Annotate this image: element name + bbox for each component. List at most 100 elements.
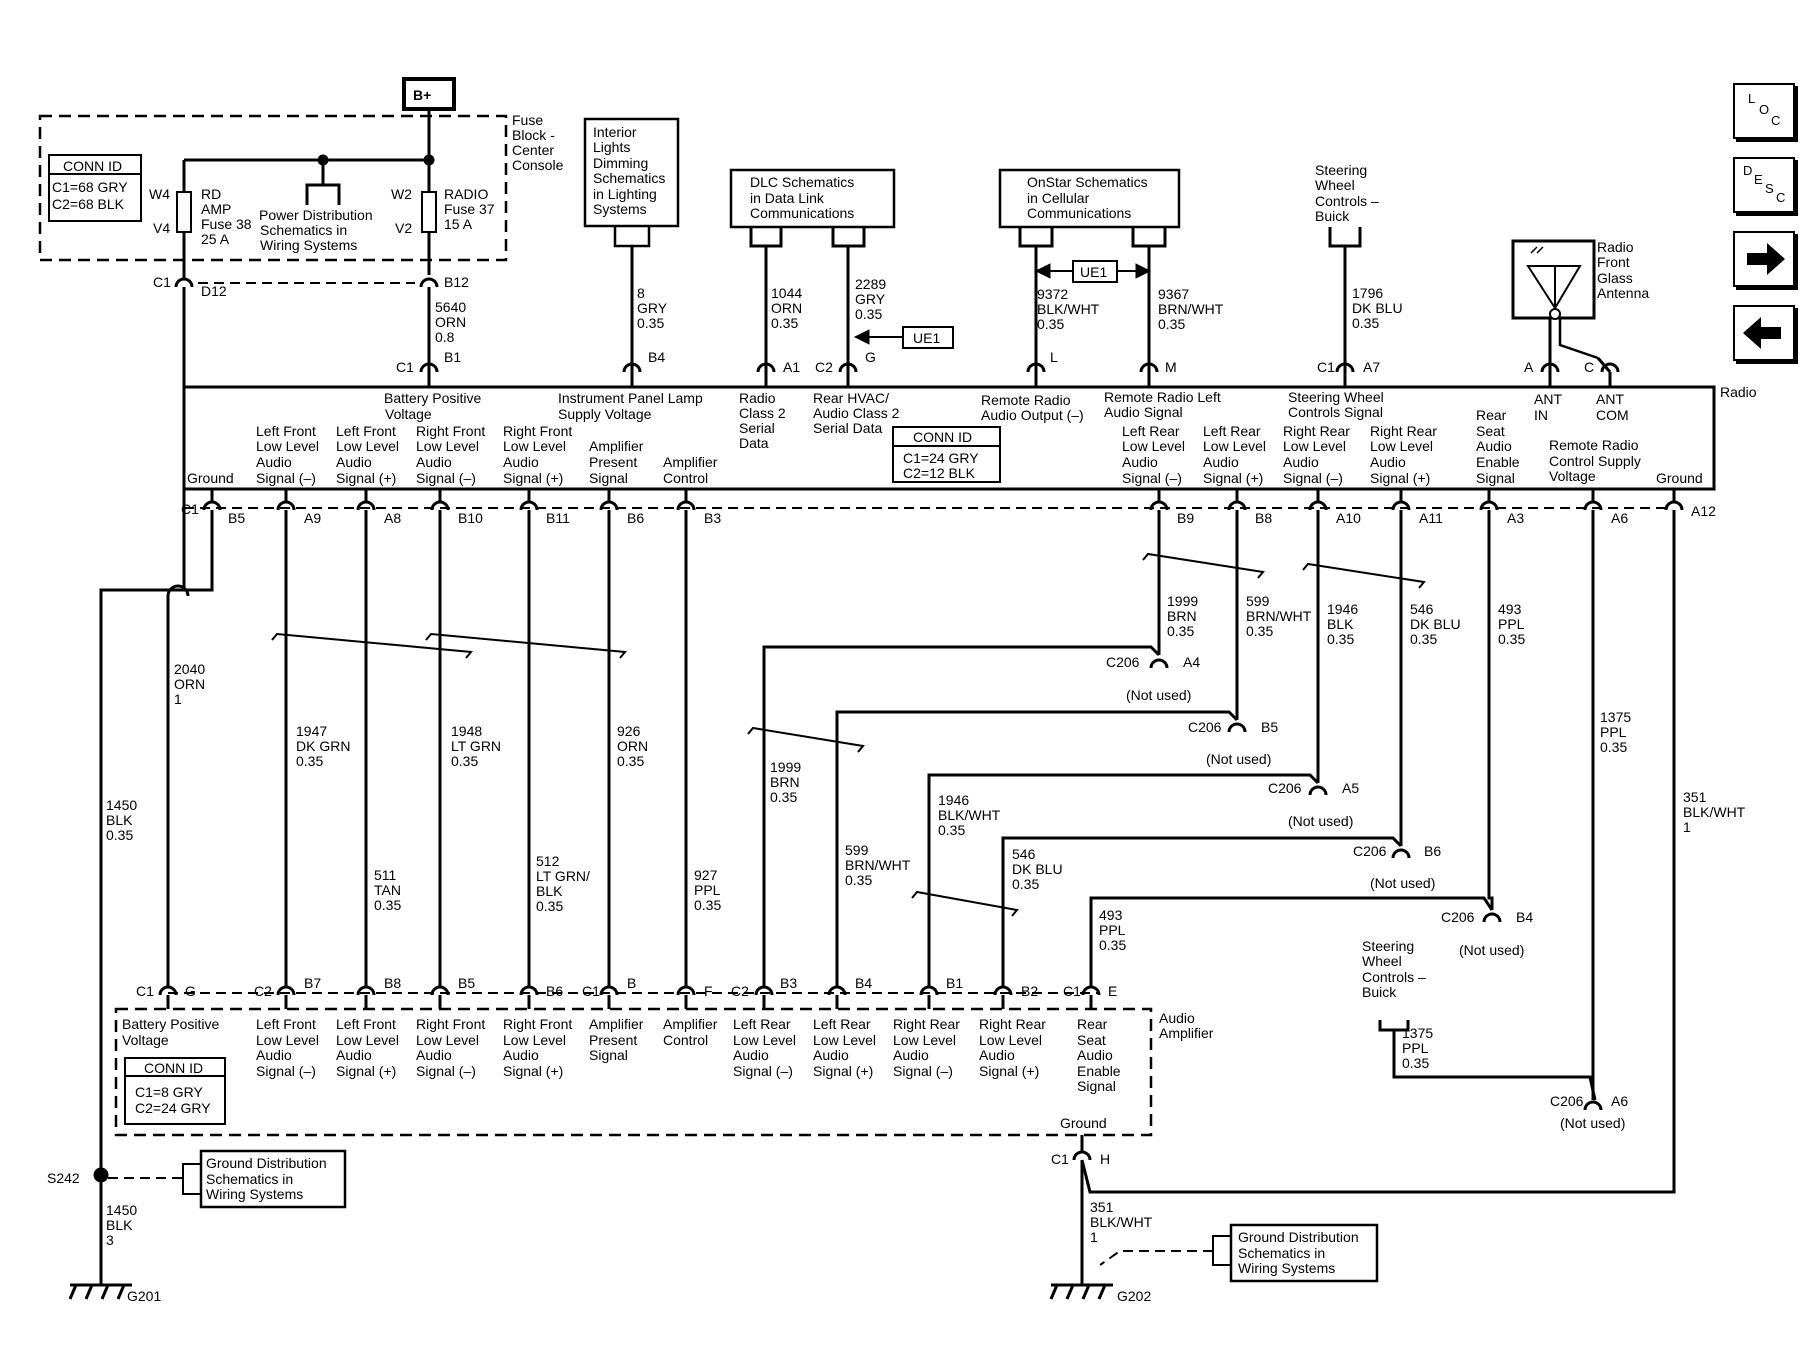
wire-9372-1: 9372 — [1037, 286, 1068, 302]
radio-conn-id-line-1: C1=24 GRY — [903, 450, 979, 466]
c206-a5-pin: A5 — [1342, 780, 1359, 796]
wire-1948-3: 0.35 — [451, 753, 478, 769]
radio-amp-control-1: Amplifier — [663, 454, 718, 470]
steering-top-ref-1: Steering — [1315, 162, 1367, 178]
ground-dist-ref-1-line-1: Ground Distribution — [206, 1155, 327, 1171]
amp-batt-1: Battery Positive — [122, 1016, 219, 1032]
next-arrow-button[interactable] — [1733, 231, 1795, 287]
wire-599a-3: 0.35 — [1246, 623, 1273, 639]
amp-control-1: Amplifier — [663, 1016, 718, 1032]
radio-pin-b9: B9 — [1177, 510, 1194, 526]
fuse-block-title-2: Block - — [512, 127, 555, 143]
loc-letter-c: C — [1771, 113, 1781, 128]
radio-pin-b11: B11 — [546, 510, 570, 526]
wire-8-2: GRY — [637, 300, 668, 316]
amp-pin-b8: B8 — [384, 975, 401, 991]
fuse-37-pin-v2: V2 — [395, 220, 412, 236]
fuse-37-label-1: RADIO — [444, 186, 488, 202]
wire-1796-2: DK BLU — [1352, 300, 1403, 316]
radio-pin-c1-b1: C1 — [396, 359, 414, 375]
wire-1375a-2: PPL — [1600, 724, 1627, 740]
wire-9372-3: 0.35 — [1037, 316, 1064, 332]
wire-927-2: PPL — [694, 882, 721, 898]
radio-rf-pos-1: Right Front — [503, 423, 572, 439]
location-button[interactable]: L O C — [1733, 83, 1795, 139]
wire-1375a-1: 1375 — [1600, 709, 1631, 725]
wire-1999b-3: 0.35 — [770, 789, 797, 805]
steering-top-ref-4: Buick — [1315, 208, 1350, 224]
c206-a5-conn: C206 — [1268, 780, 1302, 796]
amp-pin-c1-h: C1 — [1051, 1151, 1069, 1167]
amp-rr-pos-3: Audio — [979, 1047, 1015, 1063]
wire-546b-2: DK BLU — [1012, 861, 1063, 877]
amp-present-2: Present — [589, 1032, 637, 1048]
power-dist-ref-1: Power Distribution — [259, 207, 373, 223]
wire-493b-3: 0.35 — [1099, 937, 1126, 953]
wire-9367-1: 9367 — [1158, 286, 1189, 302]
radio-rear-seat-2: Seat — [1476, 423, 1505, 439]
wire-1796-3: 0.35 — [1352, 315, 1379, 331]
wire-9367-2: BRN/WHT — [1158, 301, 1224, 317]
radio-pin-a12: A12 — [1691, 503, 1716, 519]
amp-lr-neg-2: Low Level — [733, 1032, 796, 1048]
fuse-37-label-2: Fuse 37 — [444, 201, 495, 217]
amp-rear-seat-1: Rear — [1077, 1016, 1108, 1032]
radio-rr-neg-3: Audio — [1283, 454, 1319, 470]
desc-letter-e: E — [1754, 172, 1763, 187]
amp-conn-id-title: CONN ID — [144, 1060, 203, 1076]
wire-1999b-2: BRN — [770, 774, 800, 790]
interior-ref-5: in Lighting — [593, 186, 657, 202]
radio-lf-pos-4: Signal (+) — [336, 470, 396, 486]
radio-ant-com-2: COM — [1596, 407, 1629, 423]
description-button[interactable]: D E S C — [1733, 157, 1795, 213]
wire-5640-1: 5640 — [435, 299, 466, 315]
amp-lf-neg-1: Left Front — [256, 1016, 316, 1032]
dlc-ref-1: DLC Schematics — [750, 174, 854, 190]
wire-1450b-1: 1450 — [106, 1202, 137, 1218]
amp-pin-b: B — [627, 975, 636, 991]
radio-amp-present-3: Signal — [589, 470, 628, 486]
wire-599b-1: 599 — [845, 842, 869, 858]
wire-511-3: 0.35 — [374, 897, 401, 913]
wire-493b-2: PPL — [1099, 922, 1126, 938]
desc-letter-s: S — [1765, 181, 1774, 196]
radio-class2-label-4: Data — [739, 435, 769, 451]
radio-title: Radio — [1720, 384, 1757, 400]
wire-546a-3: 0.35 — [1410, 631, 1437, 647]
loc-letter-o: O — [1759, 102, 1770, 117]
amp-pin-b6: B6 — [546, 983, 563, 999]
amp-rr-pos-4: Signal (+) — [979, 1063, 1039, 1079]
wire-351a-2: BLK/WHT — [1683, 804, 1746, 820]
radio-rf-neg-1: Right Front — [416, 423, 485, 439]
amp-rf-neg-2: Low Level — [416, 1032, 479, 1048]
radio-ant-com-1: ANT — [1596, 391, 1624, 407]
wire-1948-2: LT GRN — [451, 738, 501, 754]
wire-351a-1: 351 — [1683, 789, 1707, 805]
interior-ref-1: Interior — [593, 124, 637, 140]
radio-lr-neg-1: Left Rear — [1122, 423, 1180, 439]
wire-511-2: TAN — [374, 882, 401, 898]
amp-rr-pos-1: Right Rear — [979, 1016, 1046, 1032]
steering-bottom-ref-1: Steering — [1362, 938, 1414, 954]
wire-1946b-3: 0.35 — [938, 822, 965, 838]
radio-pin-g: G — [865, 349, 876, 365]
amp-lf-neg-3: Audio — [256, 1047, 292, 1063]
interior-ref-6: Systems — [593, 201, 647, 217]
wire-512-4: 0.35 — [536, 898, 563, 914]
wire-1450b-3: 3 — [106, 1232, 114, 1248]
radio-pin-b4: B4 — [648, 349, 665, 365]
fuse-conn-id-line-1: C1=68 GRY — [52, 179, 128, 195]
wire-511-1: 511 — [374, 867, 397, 883]
wire-1375b-2: PPL — [1402, 1040, 1429, 1056]
previous-arrow-button[interactable] — [1733, 305, 1795, 361]
radio-rr-neg-2: Low Level — [1283, 438, 1346, 454]
amp-rf-pos-3: Audio — [503, 1047, 539, 1063]
radio-pin-a6: A6 — [1611, 510, 1628, 526]
wire-2040-3: 1 — [174, 691, 182, 707]
amp-rf-pos-1: Right Front — [503, 1016, 572, 1032]
wire-1375a-3: 0.35 — [1600, 739, 1627, 755]
radio-pin-b10: B10 — [458, 510, 483, 526]
radio-ground-left: Ground — [187, 470, 234, 486]
fuse-38-pin-v4: V4 — [153, 220, 170, 236]
radio-rf-neg-4: Signal (–) — [416, 470, 476, 486]
